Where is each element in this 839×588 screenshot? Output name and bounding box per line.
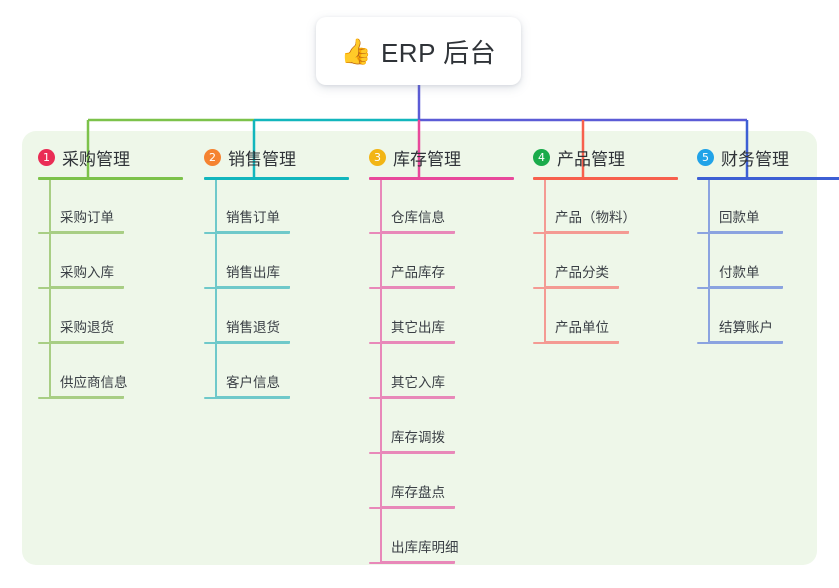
- leaf-item[interactable]: 出库库明细: [369, 536, 459, 564]
- leaf-rule: [369, 397, 455, 399]
- leaf-rule: [369, 287, 455, 289]
- leaf-label: 产品库存: [391, 265, 445, 280]
- leaf-label: 供应商信息: [60, 375, 128, 390]
- leaf-label: 采购订单: [60, 210, 114, 225]
- leaf-rule: [369, 342, 455, 344]
- leaf-label: 采购退货: [60, 320, 114, 335]
- leaf-label: 结算账户: [719, 320, 773, 335]
- column-header-rule: [38, 177, 183, 180]
- leaf-item[interactable]: 采购订单: [38, 206, 124, 234]
- leaf-item[interactable]: 结算账户: [697, 316, 783, 344]
- column-header-2[interactable]: 2 销售管理: [204, 144, 349, 170]
- leaf-item[interactable]: 库存盘点: [369, 481, 455, 509]
- leaf-item[interactable]: 仓库信息: [369, 206, 455, 234]
- leaf-label: 库存调拨: [391, 430, 445, 445]
- leaf-rule: [369, 562, 455, 564]
- leaf-item[interactable]: 付款单: [697, 261, 783, 289]
- leaf-rule: [697, 342, 783, 344]
- column-header-4[interactable]: 4 产品管理: [533, 144, 678, 170]
- column-header-rule: [533, 177, 678, 180]
- leaf-rule: [38, 342, 124, 344]
- column-header-rule: [369, 177, 514, 180]
- leaf-label: 销售订单: [226, 210, 280, 225]
- leaf-rule: [38, 397, 124, 399]
- column-header-rule: [697, 177, 839, 180]
- leaf-rule: [533, 232, 629, 234]
- column-title: 产品管理: [557, 149, 625, 169]
- column-title: 采购管理: [62, 149, 130, 169]
- leaf-item[interactable]: 销售出库: [204, 261, 290, 289]
- leaf-label: 其它出库: [391, 320, 445, 335]
- column-3: 3 库存管理仓库信息产品库存其它出库其它入库库存调拨库存盘点出库库明细: [369, 144, 514, 564]
- leaf-rule: [369, 452, 455, 454]
- leaf-label: 产品单位: [555, 320, 609, 335]
- leaf-item[interactable]: 销售订单: [204, 206, 290, 234]
- leaf-rule: [204, 232, 290, 234]
- leaf-label: 客户信息: [226, 375, 280, 390]
- column-1: 1 采购管理采购订单采购入库采购退货供应商信息: [38, 144, 183, 399]
- leaf-label: 库存盘点: [391, 485, 445, 500]
- column-title: 销售管理: [228, 149, 296, 169]
- leaf-item[interactable]: 回款单: [697, 206, 783, 234]
- leaf-label: 出库库明细: [391, 540, 459, 555]
- leaf-rule: [38, 287, 124, 289]
- diagram-panel: [22, 131, 817, 565]
- column-header-5[interactable]: 5 财务管理: [697, 144, 839, 170]
- leaf-item[interactable]: 产品库存: [369, 261, 455, 289]
- column-5: 5 财务管理回款单付款单结算账户: [697, 144, 839, 344]
- leaf-label: 回款单: [719, 210, 760, 225]
- leaf-rule: [204, 342, 290, 344]
- leaf-label: 其它入库: [391, 375, 445, 390]
- leaf-item[interactable]: 供应商信息: [38, 371, 128, 399]
- leaf-label: 产品（物料）: [555, 210, 636, 225]
- leaf-item[interactable]: 产品单位: [533, 316, 619, 344]
- leaf-item[interactable]: 产品分类: [533, 261, 619, 289]
- badge-number-icon: 4: [533, 148, 550, 166]
- leaf-item[interactable]: 采购入库: [38, 261, 124, 289]
- badge-number-icon: 1: [38, 148, 55, 166]
- column-header-rule: [204, 177, 349, 180]
- leaf-rule: [697, 287, 783, 289]
- leaf-item[interactable]: 产品（物料）: [533, 206, 636, 234]
- thumbs-up-icon: 👍: [340, 36, 372, 66]
- leaf-label: 仓库信息: [391, 210, 445, 225]
- badge-number-icon: 2: [204, 148, 221, 166]
- leaf-label: 产品分类: [555, 265, 609, 280]
- leaf-item[interactable]: 客户信息: [204, 371, 290, 399]
- leaf-label: 付款单: [719, 265, 760, 280]
- leaf-label: 采购入库: [60, 265, 114, 280]
- badge-number-icon: 3: [369, 148, 386, 166]
- leaf-rule: [38, 232, 124, 234]
- root-node[interactable]: 👍 ERP 后台: [316, 17, 521, 85]
- column-title: 库存管理: [393, 149, 461, 169]
- leaf-rule: [369, 507, 455, 509]
- column-header-1[interactable]: 1 采购管理: [38, 144, 183, 170]
- leaf-item[interactable]: 库存调拨: [369, 426, 455, 454]
- leaf-rule: [533, 342, 619, 344]
- leaf-item[interactable]: 其它出库: [369, 316, 455, 344]
- badge-number-icon: 5: [697, 148, 714, 166]
- root-title: ERP 后台: [380, 37, 497, 68]
- leaf-item[interactable]: 销售退货: [204, 316, 290, 344]
- column-header-3[interactable]: 3 库存管理: [369, 144, 514, 170]
- leaf-label: 销售出库: [226, 265, 280, 280]
- column-4: 4 产品管理产品（物料） 产品分类产品单位: [533, 144, 678, 344]
- leaf-rule: [369, 232, 455, 234]
- column-2: 2 销售管理销售订单销售出库销售退货客户信息: [204, 144, 349, 399]
- leaf-rule: [204, 287, 290, 289]
- leaf-item[interactable]: 采购退货: [38, 316, 124, 344]
- leaf-rule: [697, 232, 783, 234]
- leaf-rule: [533, 287, 619, 289]
- leaf-label: 销售退货: [226, 320, 280, 335]
- leaf-item[interactable]: 其它入库: [369, 371, 455, 399]
- column-title: 财务管理: [721, 149, 789, 169]
- leaf-rule: [204, 397, 290, 399]
